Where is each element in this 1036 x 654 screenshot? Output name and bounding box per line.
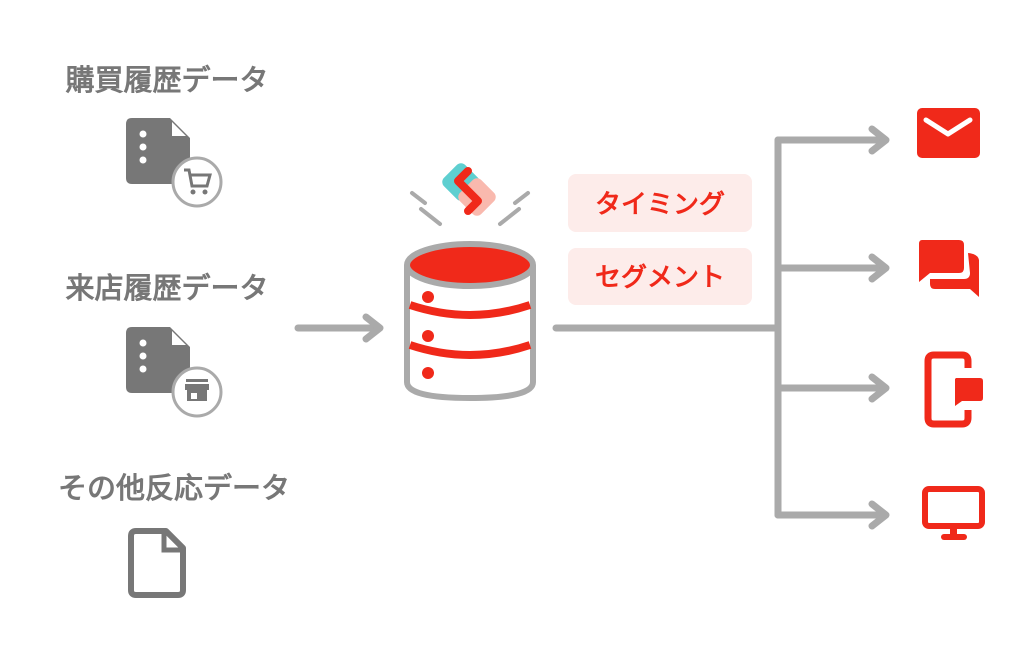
input-arrow bbox=[294, 313, 384, 343]
tag-segment-label: セグメント bbox=[595, 263, 725, 293]
document-icon bbox=[128, 528, 186, 598]
document-store-icon bbox=[126, 327, 223, 418]
tag-segment: セグメント bbox=[568, 248, 752, 305]
database-icon bbox=[404, 241, 536, 402]
tag-timing: タイミング bbox=[568, 174, 752, 232]
s-logo-icon bbox=[410, 163, 530, 226]
mobile-message-icon bbox=[924, 351, 983, 428]
cart-icon bbox=[184, 168, 212, 195]
tag-timing-label: タイミング bbox=[595, 190, 725, 220]
source-label-visit: 来店履歴データ bbox=[65, 271, 268, 305]
monitor-icon bbox=[922, 486, 985, 540]
chat-icon bbox=[919, 240, 979, 297]
source-label-other: その他反応データ bbox=[58, 471, 290, 505]
mail-icon bbox=[917, 108, 980, 158]
store-icon bbox=[185, 379, 209, 401]
distribution-arrows bbox=[552, 125, 890, 530]
source-label-purchase: 購買履歴データ bbox=[65, 63, 268, 97]
document-cart-icon bbox=[126, 118, 223, 208]
